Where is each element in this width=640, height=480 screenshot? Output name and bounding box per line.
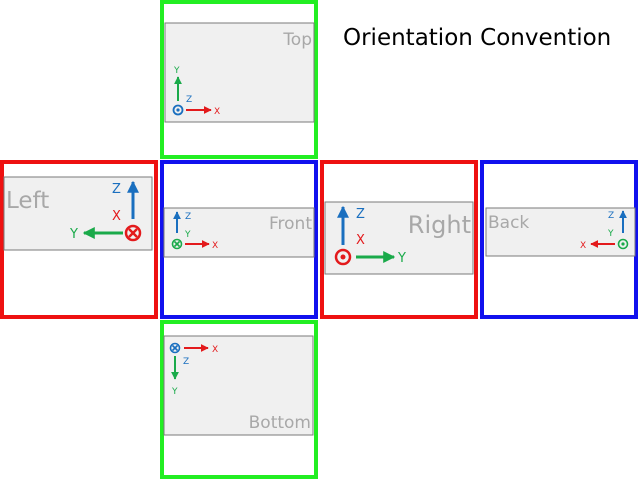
back-y-out-of-page-icon bbox=[617, 238, 629, 250]
face-top-axes: Y Z X bbox=[172, 66, 220, 117]
face-front: Front Z Y X bbox=[160, 160, 318, 319]
face-left-label: Left bbox=[6, 188, 49, 214]
back-z-axis-label: Z bbox=[608, 211, 614, 221]
right-x-out-of-page-icon bbox=[334, 248, 352, 266]
face-right-panel bbox=[324, 201, 474, 275]
top-z-out-of-page-icon bbox=[172, 104, 184, 116]
face-top-label: Top bbox=[282, 30, 312, 50]
front-y-into-page-icon bbox=[171, 238, 183, 250]
bottom-z-into-page-icon bbox=[169, 342, 181, 354]
face-back-frame bbox=[480, 160, 638, 319]
top-y-axis-label: Y bbox=[173, 66, 180, 76]
face-right-axes: Z X Y bbox=[334, 205, 406, 266]
face-bottom-label: Bottom bbox=[249, 413, 311, 433]
front-y-axis-label: Y bbox=[184, 230, 191, 240]
face-front-panel bbox=[163, 207, 315, 258]
face-back-label: Back bbox=[488, 213, 529, 233]
bottom-z-axis-label: Z bbox=[183, 357, 189, 367]
right-x-axis-label: X bbox=[356, 233, 365, 248]
face-top-panel bbox=[164, 22, 315, 123]
face-left-frame bbox=[0, 160, 158, 319]
front-z-axis-label: Z bbox=[185, 212, 191, 222]
face-front-label: Front bbox=[269, 214, 312, 234]
left-z-axis-label: Z bbox=[112, 182, 121, 197]
right-z-axis-label: Z bbox=[356, 207, 365, 222]
face-left: Left Z X Y bbox=[0, 160, 158, 319]
top-x-axis-label: X bbox=[214, 107, 220, 117]
face-back-panel bbox=[485, 207, 636, 257]
face-top: Top Y Z X bbox=[160, 0, 318, 159]
left-y-axis-label: Y bbox=[69, 227, 78, 242]
face-front-axes: Z Y X bbox=[171, 211, 218, 251]
diagram-title: Orientation Convention bbox=[343, 25, 611, 51]
face-right-label: Right bbox=[408, 211, 471, 239]
face-bottom-axes: X Z Y bbox=[169, 342, 218, 397]
face-back-axes: Z Y X bbox=[580, 210, 629, 251]
left-x-axis-label: X bbox=[112, 209, 121, 224]
bottom-x-axis-label: X bbox=[212, 345, 218, 355]
back-x-axis-label: X bbox=[580, 241, 586, 251]
left-x-into-page-icon bbox=[124, 224, 142, 242]
face-top-frame bbox=[160, 0, 318, 159]
back-y-axis-label: Y bbox=[607, 229, 614, 239]
front-x-axis-label: X bbox=[212, 241, 218, 251]
face-bottom-panel bbox=[163, 335, 314, 436]
face-bottom-frame bbox=[160, 320, 318, 479]
top-z-axis-label: Z bbox=[186, 95, 192, 105]
right-y-axis-label: Y bbox=[397, 251, 406, 266]
face-bottom: Bottom X Z Y bbox=[160, 320, 318, 479]
face-left-axes: Z X Y bbox=[69, 180, 142, 242]
face-right: Right Z X Y bbox=[320, 160, 478, 319]
face-right-frame bbox=[320, 160, 478, 319]
face-back: Back Z Y X bbox=[480, 160, 638, 319]
face-front-frame bbox=[160, 160, 318, 319]
bottom-y-axis-label: Y bbox=[171, 387, 178, 397]
